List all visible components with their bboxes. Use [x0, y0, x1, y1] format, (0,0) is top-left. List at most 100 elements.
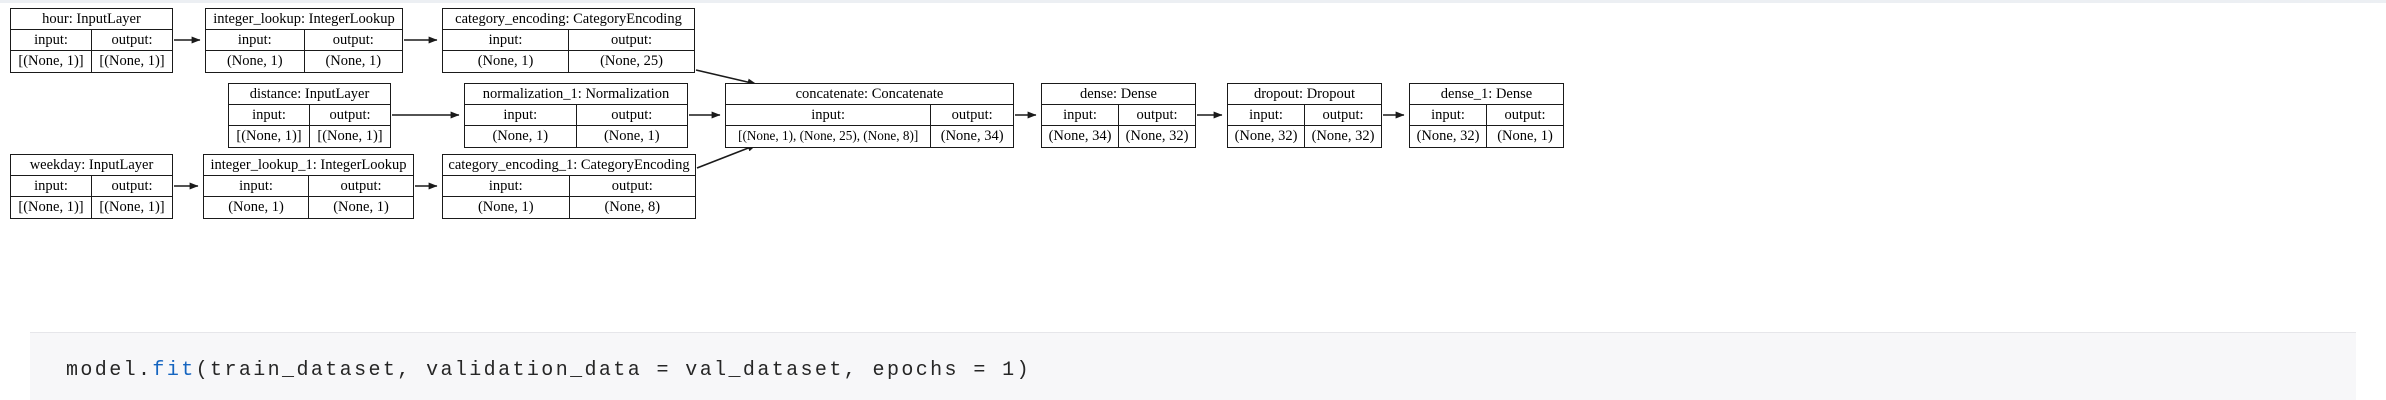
- node-title: integer_lookup_1: IntegerLookup: [204, 155, 413, 176]
- edge-category-encoding-to-concatenate: [695, 69, 757, 86]
- output-label: output:: [308, 176, 413, 196]
- code-cell[interactable]: model.fit(train_dataset, validation_data…: [30, 332, 2356, 400]
- input-label: input:: [811, 107, 846, 123]
- input-shape: (None, 1): [477, 53, 534, 69]
- node-weekday[interactable]: weekday: InputLayer input: output: [(Non…: [10, 154, 173, 219]
- node-shape-row: (None, 32) (None, 1): [1410, 126, 1563, 147]
- node-title: category_encoding_1: CategoryEncoding: [443, 155, 695, 176]
- input-label: input:: [34, 32, 68, 48]
- output-shape: (None, 32): [1304, 126, 1381, 147]
- input-label: input:: [252, 107, 286, 123]
- node-distance[interactable]: distance: InputLayer input: output: [(No…: [228, 83, 391, 148]
- code-line[interactable]: model.fit(train_dataset, validation_data…: [66, 359, 1031, 382]
- code-method: fit: [152, 359, 196, 382]
- node-title: dropout: Dropout: [1228, 84, 1381, 105]
- input-shape: [(None, 1)]: [236, 128, 302, 144]
- output-label: output:: [1304, 105, 1381, 125]
- output-shape: (None, 1): [308, 197, 413, 218]
- output-label: output:: [309, 105, 390, 125]
- output-shape: [(None, 1)]: [91, 197, 172, 218]
- code-close-paren: ): [1016, 359, 1031, 382]
- node-shape-row: [(None, 1)] [(None, 1)]: [11, 51, 172, 72]
- input-label: input:: [488, 178, 523, 194]
- output-shape: (None, 32): [1118, 126, 1195, 147]
- output-label: output:: [568, 176, 696, 196]
- node-title: integer_lookup: IntegerLookup: [206, 9, 402, 30]
- node-shape-row: (None, 1) (None, 8): [443, 197, 695, 218]
- input-label: input:: [239, 178, 273, 194]
- node-io-label-row: input: output:: [465, 105, 687, 126]
- output-shape: [(None, 1)]: [309, 126, 390, 147]
- code-args: train_dataset, validation_data = val_dat…: [210, 359, 1017, 382]
- output-label: output:: [303, 30, 403, 50]
- input-shape: (None, 1): [226, 53, 283, 69]
- code-dot: .: [138, 359, 153, 382]
- input-shape: [(None, 1), (None, 25), (None, 8)]: [738, 128, 919, 143]
- node-io-label-row: input: output:: [1228, 105, 1381, 126]
- node-io-label-row: input: output:: [204, 176, 413, 197]
- output-label: output:: [1486, 105, 1563, 125]
- node-concatenate[interactable]: concatenate: Concatenate input: output: …: [725, 83, 1014, 148]
- output-label: output:: [575, 105, 688, 125]
- node-shape-row: [(None, 1), (None, 25), (None, 8)] (None…: [726, 126, 1013, 147]
- output-shape: (None, 8): [568, 197, 696, 218]
- node-shape-row: (None, 1) (None, 1): [465, 126, 687, 147]
- code-object: model: [66, 359, 139, 382]
- output-shape: (None, 1): [575, 126, 688, 147]
- node-io-label-row: input: output:: [1042, 105, 1195, 126]
- node-title: weekday: InputLayer: [11, 155, 172, 176]
- output-label: output:: [91, 30, 172, 50]
- input-label: input:: [1063, 107, 1097, 123]
- node-io-label-row: input: output:: [229, 105, 390, 126]
- node-hour[interactable]: hour: InputLayer input: output: [(None, …: [10, 8, 173, 73]
- node-shape-row: (None, 1) (None, 1): [206, 51, 402, 72]
- node-title: distance: InputLayer: [229, 84, 390, 105]
- output-label: output:: [91, 176, 172, 196]
- node-normalization-1[interactable]: normalization_1: Normalization input: ou…: [464, 83, 688, 148]
- node-io-label-row: input: output:: [11, 176, 172, 197]
- node-dense[interactable]: dense: Dense input: output: (None, 34) (…: [1041, 83, 1196, 148]
- input-shape: (None, 34): [1048, 128, 1112, 144]
- input-shape: (None, 1): [228, 199, 284, 215]
- node-io-label-row: input: output:: [726, 105, 1013, 126]
- node-dropout[interactable]: dropout: Dropout input: output: (None, 3…: [1227, 83, 1382, 148]
- cell-top-divider: [0, 0, 2386, 3]
- node-shape-row: (None, 34) (None, 32): [1042, 126, 1195, 147]
- node-shape-row: (None, 32) (None, 32): [1228, 126, 1381, 147]
- input-label: input:: [237, 32, 272, 48]
- input-shape: [(None, 1)]: [18, 53, 84, 69]
- output-shape: [(None, 1)]: [91, 51, 172, 72]
- input-shape: (None, 1): [492, 128, 549, 144]
- output-label: output:: [930, 105, 1013, 125]
- node-shape-row: (None, 1) (None, 25): [443, 51, 694, 72]
- node-io-label-row: input: output:: [206, 30, 402, 51]
- output-label: output:: [1118, 105, 1195, 125]
- output-shape: (None, 1): [303, 51, 403, 72]
- code-open-paren: (: [195, 359, 211, 382]
- node-dense-1[interactable]: dense_1: Dense input: output: (None, 32)…: [1409, 83, 1564, 148]
- node-shape-row: [(None, 1)] [(None, 1)]: [11, 197, 172, 218]
- node-io-label-row: input: output:: [443, 176, 695, 197]
- input-label: input:: [1249, 107, 1283, 123]
- node-integer-lookup[interactable]: integer_lookup: IntegerLookup input: out…: [205, 8, 403, 73]
- node-io-label-row: input: output:: [11, 30, 172, 51]
- output-label: output:: [568, 30, 694, 50]
- input-shape: [(None, 1)]: [18, 199, 84, 215]
- node-title: dense: Dense: [1042, 84, 1195, 105]
- node-title: concatenate: Concatenate: [726, 84, 1013, 105]
- input-label: input:: [488, 32, 523, 48]
- node-title: dense_1: Dense: [1410, 84, 1563, 105]
- node-category-encoding-1[interactable]: category_encoding_1: CategoryEncoding in…: [442, 154, 696, 219]
- input-shape: (None, 1): [477, 199, 534, 215]
- node-title: category_encoding: CategoryEncoding: [443, 9, 694, 30]
- node-title: hour: InputLayer: [11, 9, 172, 30]
- input-shape: (None, 32): [1234, 128, 1298, 144]
- node-integer-lookup-1[interactable]: integer_lookup_1: IntegerLookup input: o…: [203, 154, 414, 219]
- input-label: input:: [1431, 107, 1465, 123]
- node-shape-row: [(None, 1)] [(None, 1)]: [229, 126, 390, 147]
- input-label: input:: [34, 178, 68, 194]
- output-shape: (None, 1): [1486, 126, 1563, 147]
- node-category-encoding[interactable]: category_encoding: CategoryEncoding inpu…: [442, 8, 695, 73]
- input-shape: (None, 32): [1416, 128, 1480, 144]
